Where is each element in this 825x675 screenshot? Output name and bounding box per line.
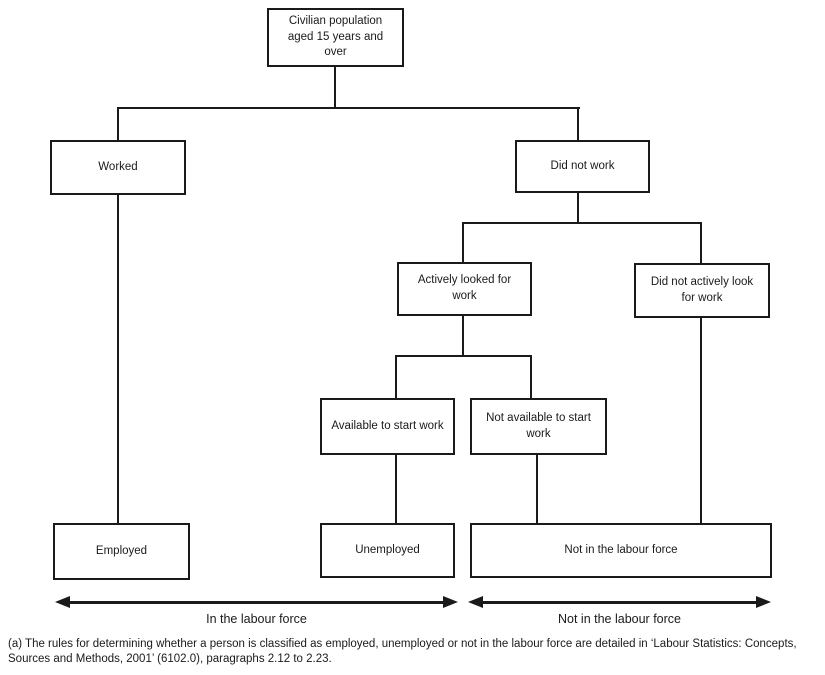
footnote: (a) The rules for determining whether a … xyxy=(8,638,797,666)
arrow-shaft xyxy=(70,600,443,604)
connector-line xyxy=(577,192,579,224)
in-labour-force-arrow xyxy=(55,595,458,609)
connector-line xyxy=(117,194,119,525)
connector-line xyxy=(700,222,702,265)
connector-line xyxy=(334,66,336,109)
arrowhead-left-icon xyxy=(55,596,70,608)
connector-line xyxy=(462,222,702,224)
arrowhead-left-icon xyxy=(468,596,483,608)
connector-line xyxy=(117,107,580,109)
arrowhead-right-icon xyxy=(443,596,458,608)
connector-line xyxy=(530,355,532,400)
not-in-labour-force-arrow xyxy=(468,595,771,609)
connector-line xyxy=(462,315,464,357)
connector-line xyxy=(536,454,538,525)
connector-line xyxy=(395,355,397,400)
connector-line xyxy=(395,355,532,357)
node-not-available-to-start-work: Not available to start work xyxy=(470,398,607,455)
node-did-not-work: Did not work xyxy=(515,140,650,193)
node-not-in-labour-force: Not in the labour force xyxy=(470,523,772,578)
arrow-shaft xyxy=(483,600,756,604)
connector-line xyxy=(700,317,702,525)
connector-line xyxy=(577,107,579,142)
node-unemployed: Unemployed xyxy=(320,523,455,578)
not-in-labour-force-label: Not in the labour force xyxy=(558,612,681,626)
node-actively-looked-for-work: Actively looked for work xyxy=(397,262,532,316)
in-labour-force-label: In the labour force xyxy=(206,612,307,626)
node-employed: Employed xyxy=(53,523,190,580)
node-did-not-actively-look: Did not actively look for work xyxy=(634,263,770,318)
connector-line xyxy=(462,222,464,264)
connector-line xyxy=(117,107,119,142)
node-available-to-start-work: Available to start work xyxy=(320,398,455,455)
connector-line xyxy=(395,454,397,525)
arrowhead-right-icon xyxy=(756,596,771,608)
node-worked: Worked xyxy=(50,140,186,195)
node-civilian-population: Civilian population aged 15 years and ov… xyxy=(267,8,404,67)
